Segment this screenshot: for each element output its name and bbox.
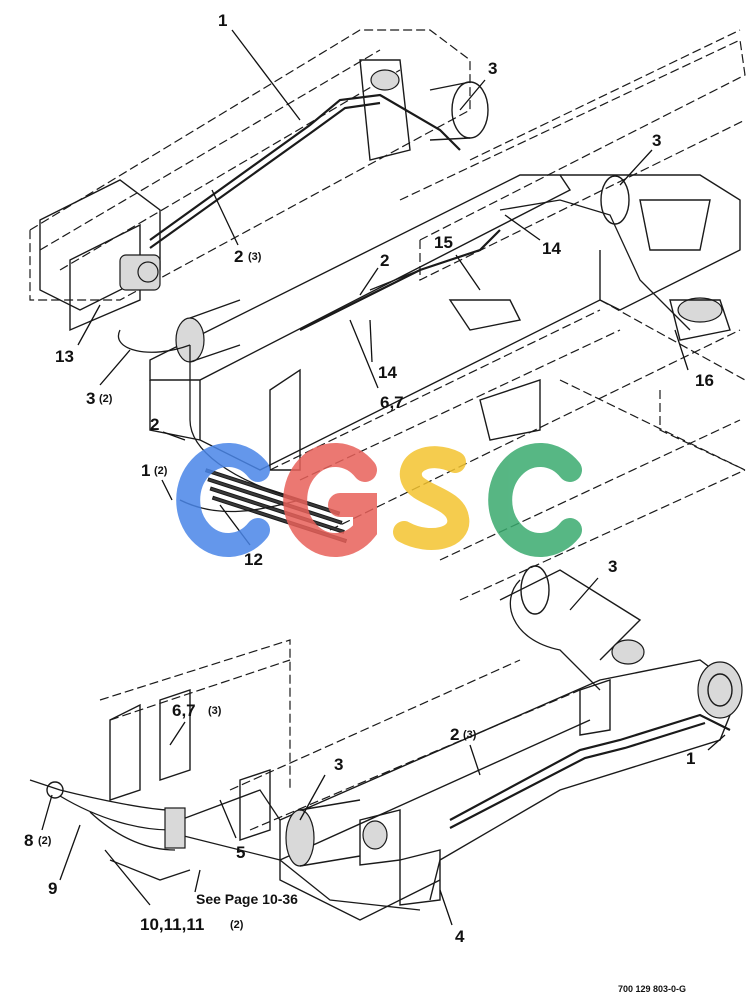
callout-2-top: 2 <box>234 247 243 266</box>
callout-1-2: 1 <box>141 461 150 480</box>
callout-5: 5 <box>236 843 245 862</box>
part-number: 700 129 803-0-G <box>618 984 686 994</box>
watermark-letter-c-green <box>488 443 582 557</box>
callout-2-3-lower-qty: (3) <box>463 729 477 741</box>
lower-hoses <box>29 579 731 911</box>
watermark-letter-g-red <box>283 443 377 557</box>
callout-3-lower: 3 <box>608 557 617 576</box>
upper-hoses <box>117 93 691 513</box>
callout-6-7-3-qty: (3) <box>208 705 222 717</box>
callout-12: 12 <box>244 550 263 569</box>
callout-2-left: 2 <box>150 415 159 434</box>
callout-10-11: 10,11,11 <box>140 915 204 934</box>
callout-1-top: 1 <box>218 11 227 30</box>
callout-10-11-qty: (2) <box>230 919 244 931</box>
watermark-logo <box>176 443 582 557</box>
callout-1-2-qty: (2) <box>154 465 168 477</box>
callout-2-3-lower: 2 <box>450 725 459 744</box>
watermark-letter-c-blue <box>176 443 270 557</box>
lower-frame <box>99 419 746 921</box>
callout-9: 9 <box>48 879 57 898</box>
callout-4: 4 <box>455 927 465 946</box>
callout-3-2-qty: (2) <box>99 393 113 405</box>
callout-2-mid: 2 <box>380 251 389 270</box>
callout-6-7: 6,7 <box>380 393 404 412</box>
callout-3-bottom: 3 <box>334 755 343 774</box>
callout-16: 16 <box>695 371 714 390</box>
watermark-letter-s-yellow <box>393 446 470 550</box>
callout-2-top-qty: (3) <box>248 251 262 263</box>
callout-8-2-qty: (2) <box>38 835 52 847</box>
callout-14-upper: 14 <box>542 239 561 258</box>
callout-8-2: 8 <box>24 831 33 850</box>
callout-13: 13 <box>55 347 74 366</box>
callout-1-lower: 1 <box>686 749 695 768</box>
callout-labels: 1 3 3 2 (3) 15 14 2 13 3 (2) 14 16 6,7 2… <box>24 11 714 994</box>
see-page-note: See Page 10-36 <box>196 891 298 907</box>
callout-15: 15 <box>434 233 453 252</box>
callout-14-lower: 14 <box>378 363 397 382</box>
callout-3-right: 3 <box>652 131 661 150</box>
callout-6-7-3: 6,7 <box>172 701 196 720</box>
callout-3-2: 3 <box>86 389 95 408</box>
leader-lines <box>41 29 726 926</box>
callout-3-top: 3 <box>488 59 497 78</box>
